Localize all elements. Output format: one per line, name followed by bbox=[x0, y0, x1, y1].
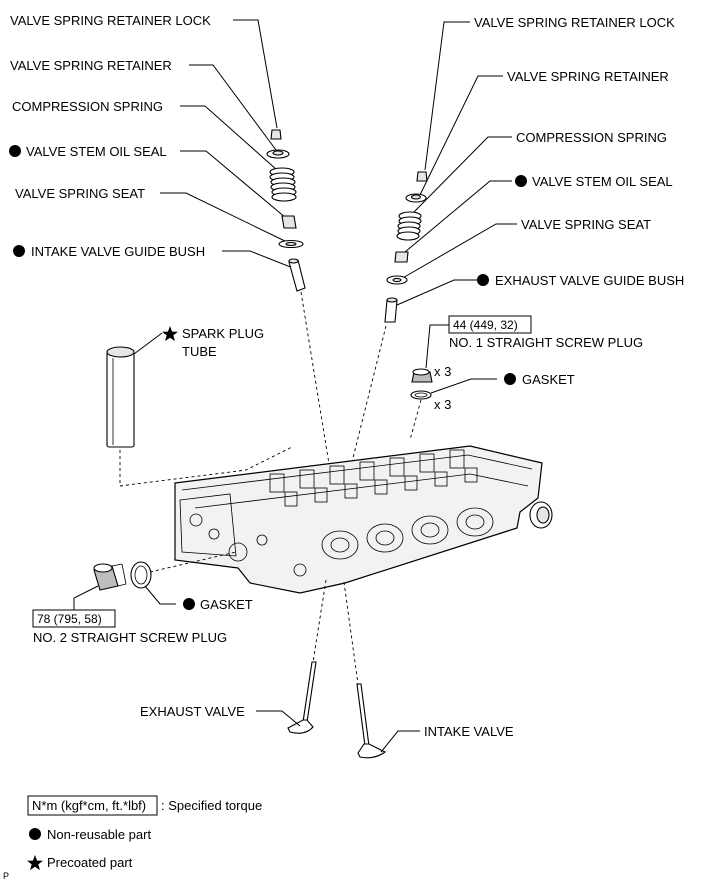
gasket1-ring bbox=[410, 390, 432, 400]
plug1-torque-value: 44 (449, 32) bbox=[453, 318, 518, 332]
left-guide-bush-non-reusable-icon bbox=[13, 245, 25, 257]
cylinder-head bbox=[174, 445, 553, 594]
label-gasket2: GASKET bbox=[200, 597, 253, 612]
right-compression-spring bbox=[396, 211, 422, 241]
label-plug2-name: NO. 2 STRAIGHT SCREW PLUG bbox=[33, 630, 227, 645]
gasket2-non-reusable-icon bbox=[183, 598, 195, 610]
label-right-spring-seat: VALVE SPRING SEAT bbox=[521, 217, 651, 232]
legend-non-reusable-icon bbox=[29, 828, 41, 840]
label-left-retainer: VALVE SPRING RETAINER bbox=[10, 58, 172, 73]
legend-torque-desc: : Specified torque bbox=[161, 798, 262, 813]
gasket1-non-reusable-icon bbox=[504, 373, 516, 385]
left-intake-guide-bush bbox=[288, 259, 306, 292]
label-left-retainer-lock: VALVE SPRING RETAINER LOCK bbox=[10, 13, 211, 28]
legend: N*m (kgf*cm, ft.*lbf) : Specified torque… bbox=[27, 795, 262, 871]
plug2-torque-value: 78 (795, 58) bbox=[37, 612, 102, 626]
intake-valve-part bbox=[356, 683, 387, 759]
corner-mark: P bbox=[3, 871, 9, 881]
plug2-centerline bbox=[149, 551, 237, 573]
legend-torque-box bbox=[27, 795, 158, 816]
label-gasket1: GASKET bbox=[522, 372, 575, 387]
label-left-spring: COMPRESSION SPRING bbox=[12, 99, 163, 114]
left-valve-parts bbox=[266, 129, 306, 292]
left-oil-seal bbox=[281, 215, 297, 229]
gasket1-quantity: x 3 bbox=[434, 397, 451, 412]
left-leader-lines bbox=[160, 19, 294, 269]
label-left-oil-seal: VALVE STEM OIL SEAL bbox=[26, 144, 167, 159]
label-right-retainer-lock: VALVE SPRING RETAINER LOCK bbox=[474, 15, 675, 30]
right-retainer-lock bbox=[416, 171, 428, 182]
legend-torque-box-text: N*m (kgf*cm, ft.*lbf) bbox=[32, 798, 146, 813]
gasket2-ring bbox=[130, 561, 152, 589]
plug1-quantity: x 3 bbox=[434, 364, 451, 379]
right-oil-seal bbox=[394, 251, 409, 263]
left-oil-seal-non-reusable-icon bbox=[9, 145, 21, 157]
right-parts-centerline bbox=[349, 325, 387, 471]
legend-precoated-text: Precoated part bbox=[47, 855, 133, 870]
right-oil-seal-non-reusable-icon bbox=[515, 175, 527, 187]
label-exhaust-valve: EXHAUST VALVE bbox=[140, 704, 245, 719]
spark-tube-precoated-star-icon bbox=[162, 326, 178, 342]
no1-straight-screw-plug bbox=[411, 368, 433, 383]
label-right-oil-seal: VALVE STEM OIL SEAL bbox=[532, 174, 673, 189]
right-exhaust-guide-bush bbox=[384, 299, 398, 323]
label-left-spring-seat: VALVE SPRING SEAT bbox=[15, 186, 145, 201]
spark-plug-tube bbox=[106, 346, 135, 448]
right-leader-lines bbox=[396, 21, 517, 306]
label-plug1-name: NO. 1 STRAIGHT SCREW PLUG bbox=[449, 335, 643, 350]
label-right-exhaust-bush: EXHAUST VALVE GUIDE BUSH bbox=[495, 273, 684, 288]
right-guide-bush-non-reusable-icon bbox=[477, 274, 489, 286]
label-spark-tube-line1: SPARK PLUG bbox=[182, 326, 264, 341]
legend-precoated-star-icon bbox=[27, 855, 43, 871]
left-compression-spring bbox=[269, 167, 297, 202]
spark-tube-centerline bbox=[119, 446, 293, 487]
label-right-retainer: VALVE SPRING RETAINER bbox=[507, 69, 669, 84]
label-intake-valve: INTAKE VALVE bbox=[424, 724, 514, 739]
legend-non-reusable-text: Non-reusable part bbox=[47, 827, 151, 842]
left-retainer-lock bbox=[270, 129, 282, 140]
label-right-spring: COMPRESSION SPRING bbox=[516, 130, 667, 145]
label-left-intake-bush: INTAKE VALVE GUIDE BUSH bbox=[31, 244, 205, 259]
exhaust-valve-part bbox=[287, 661, 317, 734]
right-valve-parts bbox=[384, 171, 428, 323]
no2-straight-screw-plug bbox=[93, 563, 127, 591]
label-spark-tube-line2: TUBE bbox=[182, 344, 217, 359]
left-parts-centerline bbox=[300, 291, 331, 471]
